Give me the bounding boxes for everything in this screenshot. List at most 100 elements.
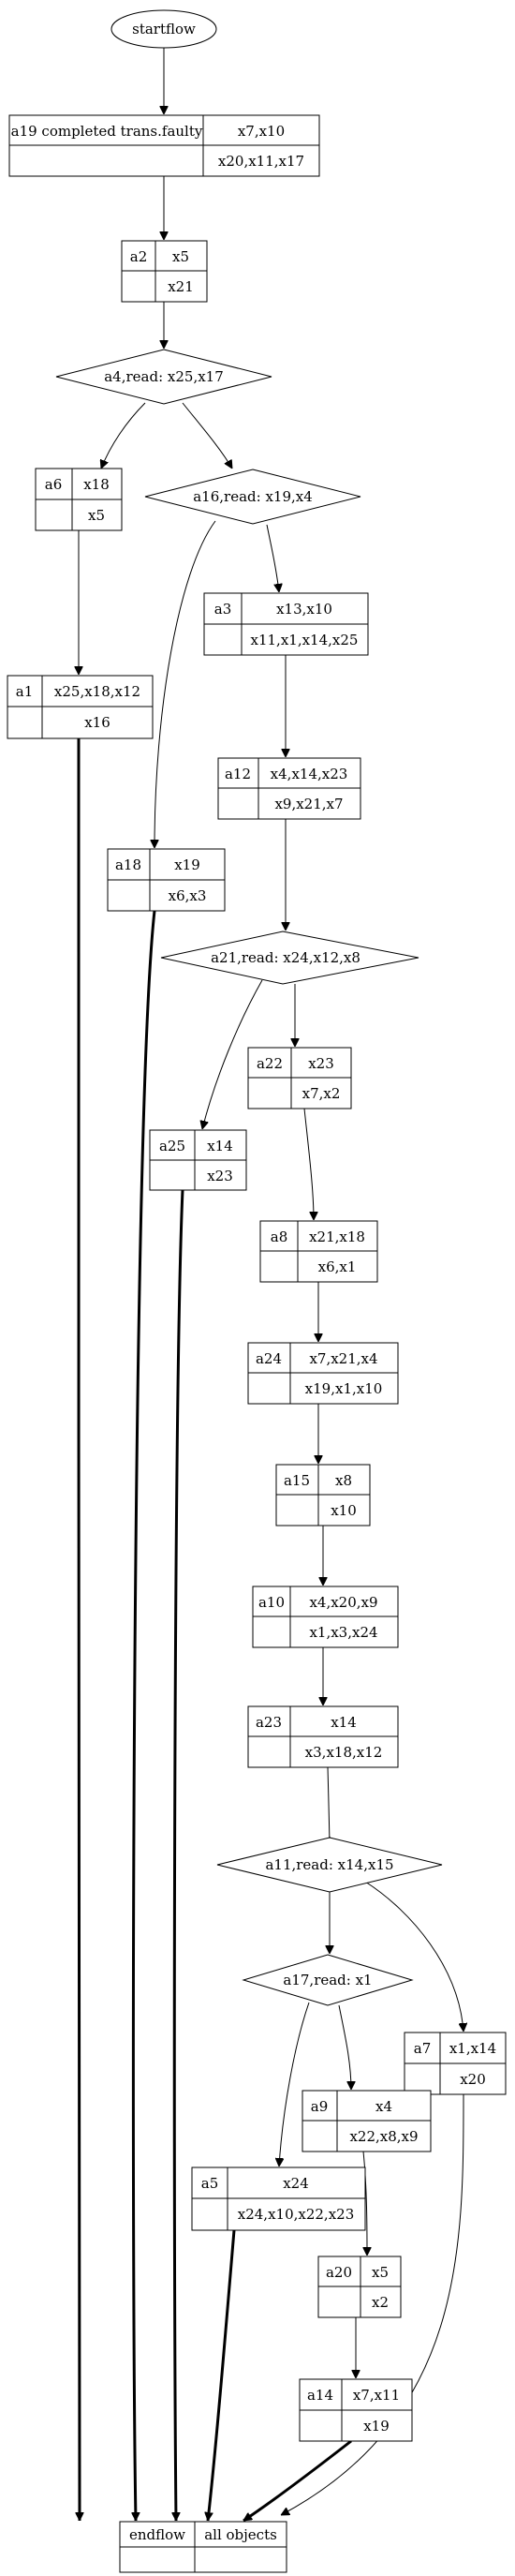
edge-a23-a11 [328, 1766, 330, 1841]
node-bottom: x1,x3,x24 [309, 1624, 377, 1641]
node-top: x1,x14 [449, 2040, 496, 2057]
edge-a1-end [79, 737, 80, 2521]
end-label: endflow [129, 2526, 185, 2543]
node-top: x4,x20,x9 [309, 1594, 377, 1611]
edge-a16-a3 [266, 524, 279, 592]
node-a25: a25 x14 x23 [149, 1129, 247, 1191]
node-a19: a19 completed trans.faulty x7,x10 x20,x1… [8, 114, 320, 177]
node-bottom: x19,x1,x10 [305, 1380, 383, 1397]
node-bottom: x20 [460, 2071, 486, 2088]
node-top: x24 [283, 2175, 309, 2192]
node-id: a5 [201, 2175, 219, 2192]
edge-a21-a25 [202, 979, 263, 1129]
decision-a21: a21,read: x24,x12,x8 [160, 931, 419, 985]
node-bottom: x23 [207, 1168, 233, 1184]
edge-a22-a8 [303, 1108, 314, 1220]
decision-a17: a17,read: x1 [242, 1954, 414, 2006]
decision-label: a11,read: x14,x15 [265, 1856, 393, 1873]
node-id: a2 [130, 248, 148, 265]
node-top: x21,x18 [309, 1228, 365, 1245]
edge-a17-a5 [279, 2002, 310, 2167]
node-bottom: x21 [168, 278, 194, 295]
end-node: endflow all objects [119, 2521, 287, 2573]
node-a5: a5 x24 x24,x10,x22,x23 [191, 2167, 366, 2231]
node-id: a15 [284, 1472, 310, 1489]
edge-a16-a18 [154, 520, 216, 848]
node-bottom: x16 [84, 714, 110, 731]
node-bottom: x6,x3 [169, 887, 207, 904]
node-a8: a8 x21,x18 x6,x1 [259, 1220, 378, 1283]
node-top: x14 [331, 1714, 357, 1731]
decision-a11: a11,read: x14,x15 [216, 1837, 443, 1893]
node-id: a6 [45, 476, 63, 493]
node-bottom: x9,x21,x7 [274, 796, 343, 812]
node-id: a25 [159, 1138, 185, 1154]
edge-a7-end [281, 2093, 464, 2515]
node-a22: a22 x23 x7,x2 [247, 1047, 352, 1109]
node-a9: a9 x4 x22,x8,x9 [302, 2090, 432, 2152]
node-id: a1 [16, 683, 34, 700]
node-bottom: x20,x11,x17 [218, 153, 304, 170]
node-id: a9 [311, 2098, 329, 2115]
node-id: a20 [326, 2264, 352, 2281]
decision-label: a17,read: x1 [283, 1972, 372, 1988]
node-a23: a23 x14 x3,x18,x12 [247, 1705, 399, 1768]
node-id: a24 [256, 1350, 282, 1367]
node-bottom: x2 [372, 2294, 389, 2311]
decision-label: a21,read: x24,x12,x8 [211, 949, 360, 966]
node-top: x5 [172, 248, 189, 265]
node-bottom: x19 [363, 2418, 390, 2435]
node-top: x19 [174, 856, 200, 873]
node-top: x25,x18,x12 [54, 683, 140, 700]
node-id: a14 [307, 2387, 333, 2404]
edge-a18-end [133, 910, 156, 2521]
node-top: x7,x21,x4 [309, 1350, 377, 1367]
node-bottom: x7,x2 [302, 1085, 341, 1102]
edge-a11-a7 [364, 1881, 464, 2032]
node-a24: a24 x7,x21,x4 x19,x1,x10 [247, 1342, 399, 1405]
node-bottom: x5 [88, 507, 105, 524]
node-top: x7,x11 [353, 2387, 400, 2404]
node-id: a18 [115, 856, 141, 873]
node-a10: a10 x4,x20,x9 x1,x3,x24 [252, 1586, 399, 1648]
node-id: a3 [214, 601, 232, 618]
node-id: a22 [257, 1055, 283, 1072]
node-id: a12 [225, 766, 251, 782]
end-objects-label: all objects [204, 2526, 277, 2543]
edge-a17-a9 [338, 2004, 351, 2090]
node-bottom: x22,x8,x9 [349, 2128, 418, 2145]
node-a18: a18 x19 x6,x3 [107, 848, 226, 912]
node-a12: a12 x4,x14,x23 x9,x21,x7 [217, 757, 361, 820]
node-a14: a14 x7,x11 x19 [299, 2378, 413, 2442]
node-top: x4 [375, 2098, 392, 2115]
node-a6: a6 x18 x5 [35, 468, 123, 531]
edge-a14-end [243, 2439, 352, 2523]
node-bottom: x6,x1 [318, 1258, 357, 1275]
decision-a16: a16,read: x19,x4 [144, 469, 361, 525]
decision-a4: a4,read: x25,x17 [55, 349, 272, 405]
node-a1: a1 x25,x18,x12 x16 [7, 675, 154, 739]
node-id: a23 [256, 1714, 282, 1731]
node-bottom: x24,x10,x22,x23 [238, 2206, 355, 2223]
node-a20: a20 x5 x2 [317, 2256, 402, 2318]
node-top: x8 [335, 1472, 352, 1489]
edge-a25-end [174, 1189, 184, 2521]
decision-label: a16,read: x19,x4 [193, 488, 313, 505]
node-a15: a15 x8 x10 [275, 1464, 371, 1526]
node-id: a7 [414, 2040, 432, 2057]
node-top: x7,x10 [238, 123, 285, 140]
node-top: x23 [308, 1055, 334, 1072]
start-label: startflow [132, 21, 196, 37]
node-top: x4,x14,x23 [271, 766, 348, 782]
node-id: a19 completed trans.faulty [11, 123, 203, 140]
decision-label: a4,read: x25,x17 [104, 368, 224, 385]
node-top: x13,x10 [276, 601, 332, 618]
edges [79, 47, 464, 2523]
node-top: x5 [372, 2264, 389, 2281]
node-bottom: x10 [331, 1502, 357, 1519]
edge-a9-a20 [363, 2151, 367, 2256]
node-top: x14 [207, 1138, 233, 1154]
edge-a5-end [208, 2229, 236, 2521]
node-a7: a7 x1,x14 x20 [404, 2032, 507, 2095]
